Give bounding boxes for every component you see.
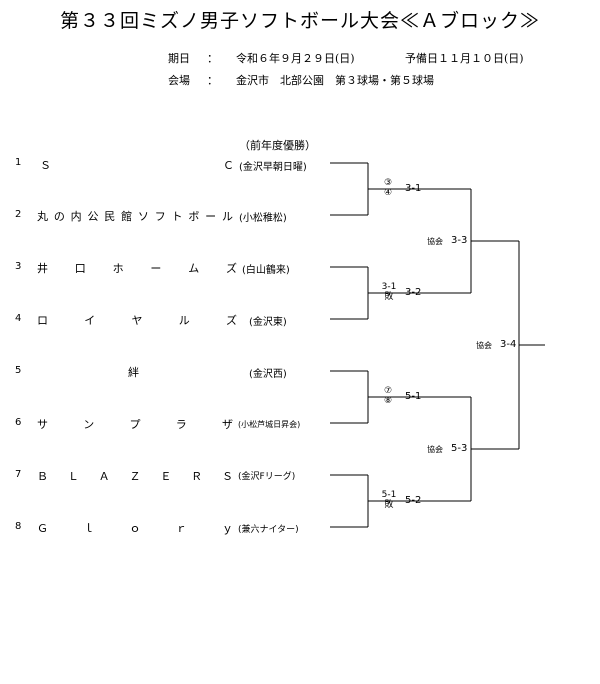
final-match-id: 3-4	[500, 339, 517, 350]
team-name-char: ｒ	[175, 522, 187, 535]
team-name-char: Ｅ	[160, 470, 172, 483]
team-name-char: ｌ	[83, 522, 95, 535]
date-value: 令和６年９月２９日(日)	[236, 52, 355, 65]
team-name-char: ｏ	[129, 522, 141, 535]
team-name-char: ム	[188, 262, 200, 275]
team-number: 5	[15, 365, 22, 376]
match-label: 協会	[427, 445, 443, 454]
team-name-char: ザ	[222, 418, 233, 431]
team-name-8: Ｇ ｌ ｏ ｒ ｙ	[37, 520, 233, 536]
venue-value: 金沢市 北部公園 第３球場・第５球場	[236, 74, 434, 87]
team-name-char: 口	[74, 262, 86, 275]
team-name-char: Ｓ	[40, 159, 51, 172]
team-name-char: Ｂ	[37, 470, 48, 483]
team-number: 7	[15, 469, 22, 480]
team-name-1: Ｓ Ｃ	[40, 157, 234, 173]
team-name-char: ル	[178, 314, 190, 327]
team-name-char: 内	[70, 210, 82, 223]
venue-label: 会場	[168, 74, 190, 87]
team-name-char: Ｃ	[223, 159, 234, 172]
match-ref: ③	[383, 178, 393, 188]
match-ref: 敗	[384, 292, 394, 302]
team-name-char: ソ	[137, 210, 149, 223]
page-title: 第３３回ミズノ男子ソフトボール大会≪Ａブロック≫	[59, 10, 540, 32]
team-name-char: Ｇ	[37, 522, 48, 535]
team-name-char: ホ	[112, 262, 124, 275]
match-id: 5-1	[405, 391, 422, 402]
team-name-char: ロ	[37, 314, 48, 327]
team-name-char: ラ	[175, 418, 187, 431]
team-name-char: ｙ	[222, 522, 233, 535]
team-name-char: フ	[154, 210, 166, 223]
team-name-7: Ｂ Ｌ Ａ Ｚ Ｅ Ｒ Ｓ	[37, 468, 233, 484]
team-region: (白山鶴来)	[242, 265, 290, 276]
venue-colon: ：	[207, 74, 218, 87]
team-name-char: ズ	[226, 314, 237, 327]
match-id: 5-3	[451, 443, 468, 454]
team-region: (金沢西)	[249, 369, 287, 380]
team-name-char: サ	[37, 418, 48, 431]
date-colon: ：	[207, 52, 218, 65]
team-region: (小松稚松)	[239, 213, 287, 224]
team-name-6: サ ン プ ラ ザ	[37, 416, 233, 432]
team-region: (金沢早朝日曜)	[239, 162, 307, 173]
final-label: 協会	[476, 341, 492, 350]
team-name-char: ル	[221, 210, 233, 223]
team-number: 3	[15, 261, 22, 272]
team-name-char: ー	[150, 262, 162, 275]
match-label: 協会	[427, 237, 443, 246]
team-name-char: 館	[121, 210, 133, 223]
match-id: 3-2	[405, 287, 422, 298]
team-name-char: ヤ	[131, 314, 143, 327]
match-ref: ⑦	[383, 386, 393, 396]
team-number: 8	[15, 521, 22, 532]
team-name-char: Ａ	[98, 470, 110, 483]
team-name-char: ズ	[225, 262, 237, 275]
match-5-1-refs: ⑦ ⑧	[381, 386, 395, 406]
match-3-1-refs: ③ ④	[381, 178, 395, 198]
team-number: 2	[15, 209, 22, 220]
team-name-char: 民	[104, 210, 116, 223]
team-name-char: 丸	[37, 210, 48, 223]
team-number: 4	[15, 313, 22, 324]
match-ref: 5-1	[381, 490, 397, 500]
team-name-char: の	[53, 210, 65, 223]
team-region: (金沢東)	[249, 317, 287, 328]
reserve-date-value: 予備日１１月１０日(日)	[405, 52, 524, 65]
match-ref: ④	[383, 188, 393, 198]
team-name-char: Ｚ	[129, 470, 141, 483]
team-name-2: 丸 の 内 公 民 館 ソ フ ト ボ ー ル	[37, 208, 233, 224]
team-name-char: イ	[84, 314, 96, 327]
team-name-5: 絆	[128, 366, 139, 379]
date-label: 期日	[168, 52, 190, 65]
match-id: 5-2	[405, 495, 422, 506]
team-name-char: ト	[171, 210, 183, 223]
team-name-3: 井 口 ホ ー ム ズ	[37, 260, 237, 276]
team-name-char: Ｌ	[67, 470, 79, 483]
previous-winner-label: （前年度優勝）	[239, 139, 316, 152]
match-id: 3-1	[405, 183, 422, 194]
team-name-char: Ｒ	[191, 470, 203, 483]
team-name-char: ボ	[188, 210, 200, 223]
team-name-char: Ｓ	[221, 470, 233, 483]
team-name-char: 井	[37, 262, 48, 275]
match-ref: 敗	[384, 500, 394, 510]
match-3-2-refs: 3-1 敗	[378, 282, 400, 302]
team-region: (小松芦城日昇会)	[238, 420, 301, 429]
team-name-char: ン	[83, 418, 95, 431]
team-name-char: プ	[129, 418, 141, 431]
team-name-4: ロ イ ヤ ル ズ	[37, 312, 237, 328]
team-name-char: ー	[205, 210, 217, 223]
team-number: 1	[15, 157, 22, 168]
team-region: (金沢Fリーグ)	[238, 472, 296, 482]
match-ref: 3-1	[381, 282, 397, 292]
match-id: 3-3	[451, 235, 468, 246]
match-ref: ⑧	[383, 396, 393, 406]
team-region: (兼六ナイター)	[238, 525, 299, 535]
team-number: 6	[15, 417, 22, 428]
match-5-2-refs: 5-1 敗	[378, 490, 400, 510]
team-name-char: 公	[87, 210, 99, 223]
